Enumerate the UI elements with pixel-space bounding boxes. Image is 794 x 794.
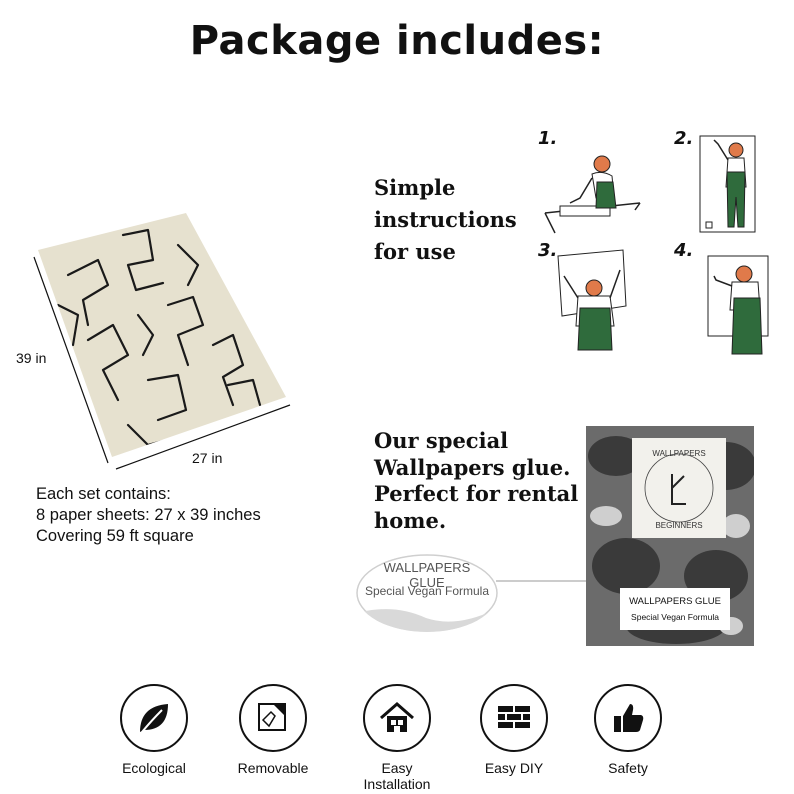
instruction-steps: 1. 2. 3. 4. (530, 128, 780, 368)
step-number: 2. (674, 128, 694, 149)
feature-label: Safety (608, 760, 648, 776)
zoom-label-subtitle: Special Vegan Formula (364, 584, 490, 598)
wallpaper-sheet-illustration (33, 213, 291, 470)
feature-easy-diy: Easy DIY (464, 684, 564, 776)
glue-label-subtitle: Special Vegan Formula (631, 612, 719, 622)
glue-box-illustration: WALLPAPERS BEGINNERS (586, 426, 754, 646)
instructions-line: for use (374, 239, 456, 264)
step-3-illustration (557, 249, 627, 351)
height-dimension-label: 39 in (16, 350, 47, 366)
instructions-text: Simple instructions for use (374, 172, 517, 268)
glue-brand-bottom: BEGINNERS (655, 521, 702, 530)
step-number: 1. (538, 128, 558, 149)
glue-description: Our special Wallpapers glue. Perfect for… (374, 428, 578, 534)
feature-label: Easy Installation (363, 760, 431, 792)
glue-label-zoom: WALLPAPERS GLUE Special Vegan Formula (356, 554, 498, 632)
glue-description-line: Our special (374, 428, 509, 453)
leaf-icon (120, 684, 188, 752)
brick-wall-icon (480, 684, 548, 752)
instructions-line: instructions (374, 207, 517, 232)
step-number: 4. (674, 240, 694, 261)
glue-box-label: WALLPAPERS GLUE Special Vegan Formula (620, 588, 730, 630)
set-info: Each set contains: 8 paper sheets: 27 x … (36, 484, 261, 547)
zoom-label-title: WALLPAPERS GLUE (383, 560, 471, 590)
feature-label: Removable (237, 760, 309, 776)
thumbs-up-icon (594, 684, 662, 752)
step-2-illustration (699, 135, 756, 233)
feature-ecological: Ecological (104, 684, 204, 776)
page-title: Package includes: (189, 18, 605, 64)
glue-brand-top: WALLPAPERS (652, 449, 705, 458)
feature-easy-installation: Easy Installation (347, 684, 447, 792)
feature-removable: Removable (223, 684, 323, 776)
glue-description-line: Perfect for rental (374, 481, 579, 506)
step-1-illustration (544, 155, 641, 234)
width-dimension-label: 27 in (192, 450, 223, 466)
step-4-illustration (707, 255, 769, 355)
set-info-line: 8 paper sheets: 27 x 39 inches (36, 506, 261, 524)
peel-sheet-icon (239, 684, 307, 752)
feature-safety: Safety (578, 684, 678, 776)
house-icon (363, 684, 431, 752)
feature-label: Easy DIY (484, 760, 544, 776)
glue-description-line: Wallpapers glue. (374, 454, 571, 480)
feature-label: Ecological (122, 760, 186, 776)
instructions-line: Simple (374, 175, 456, 200)
glue-description-line: home. (374, 507, 447, 533)
set-info-line: Covering 59 ft square (36, 527, 194, 545)
step-number: 3. (538, 240, 558, 261)
glue-label-title: WALLPAPERS GLUE (629, 596, 721, 607)
set-info-line: Each set contains: (36, 485, 171, 503)
